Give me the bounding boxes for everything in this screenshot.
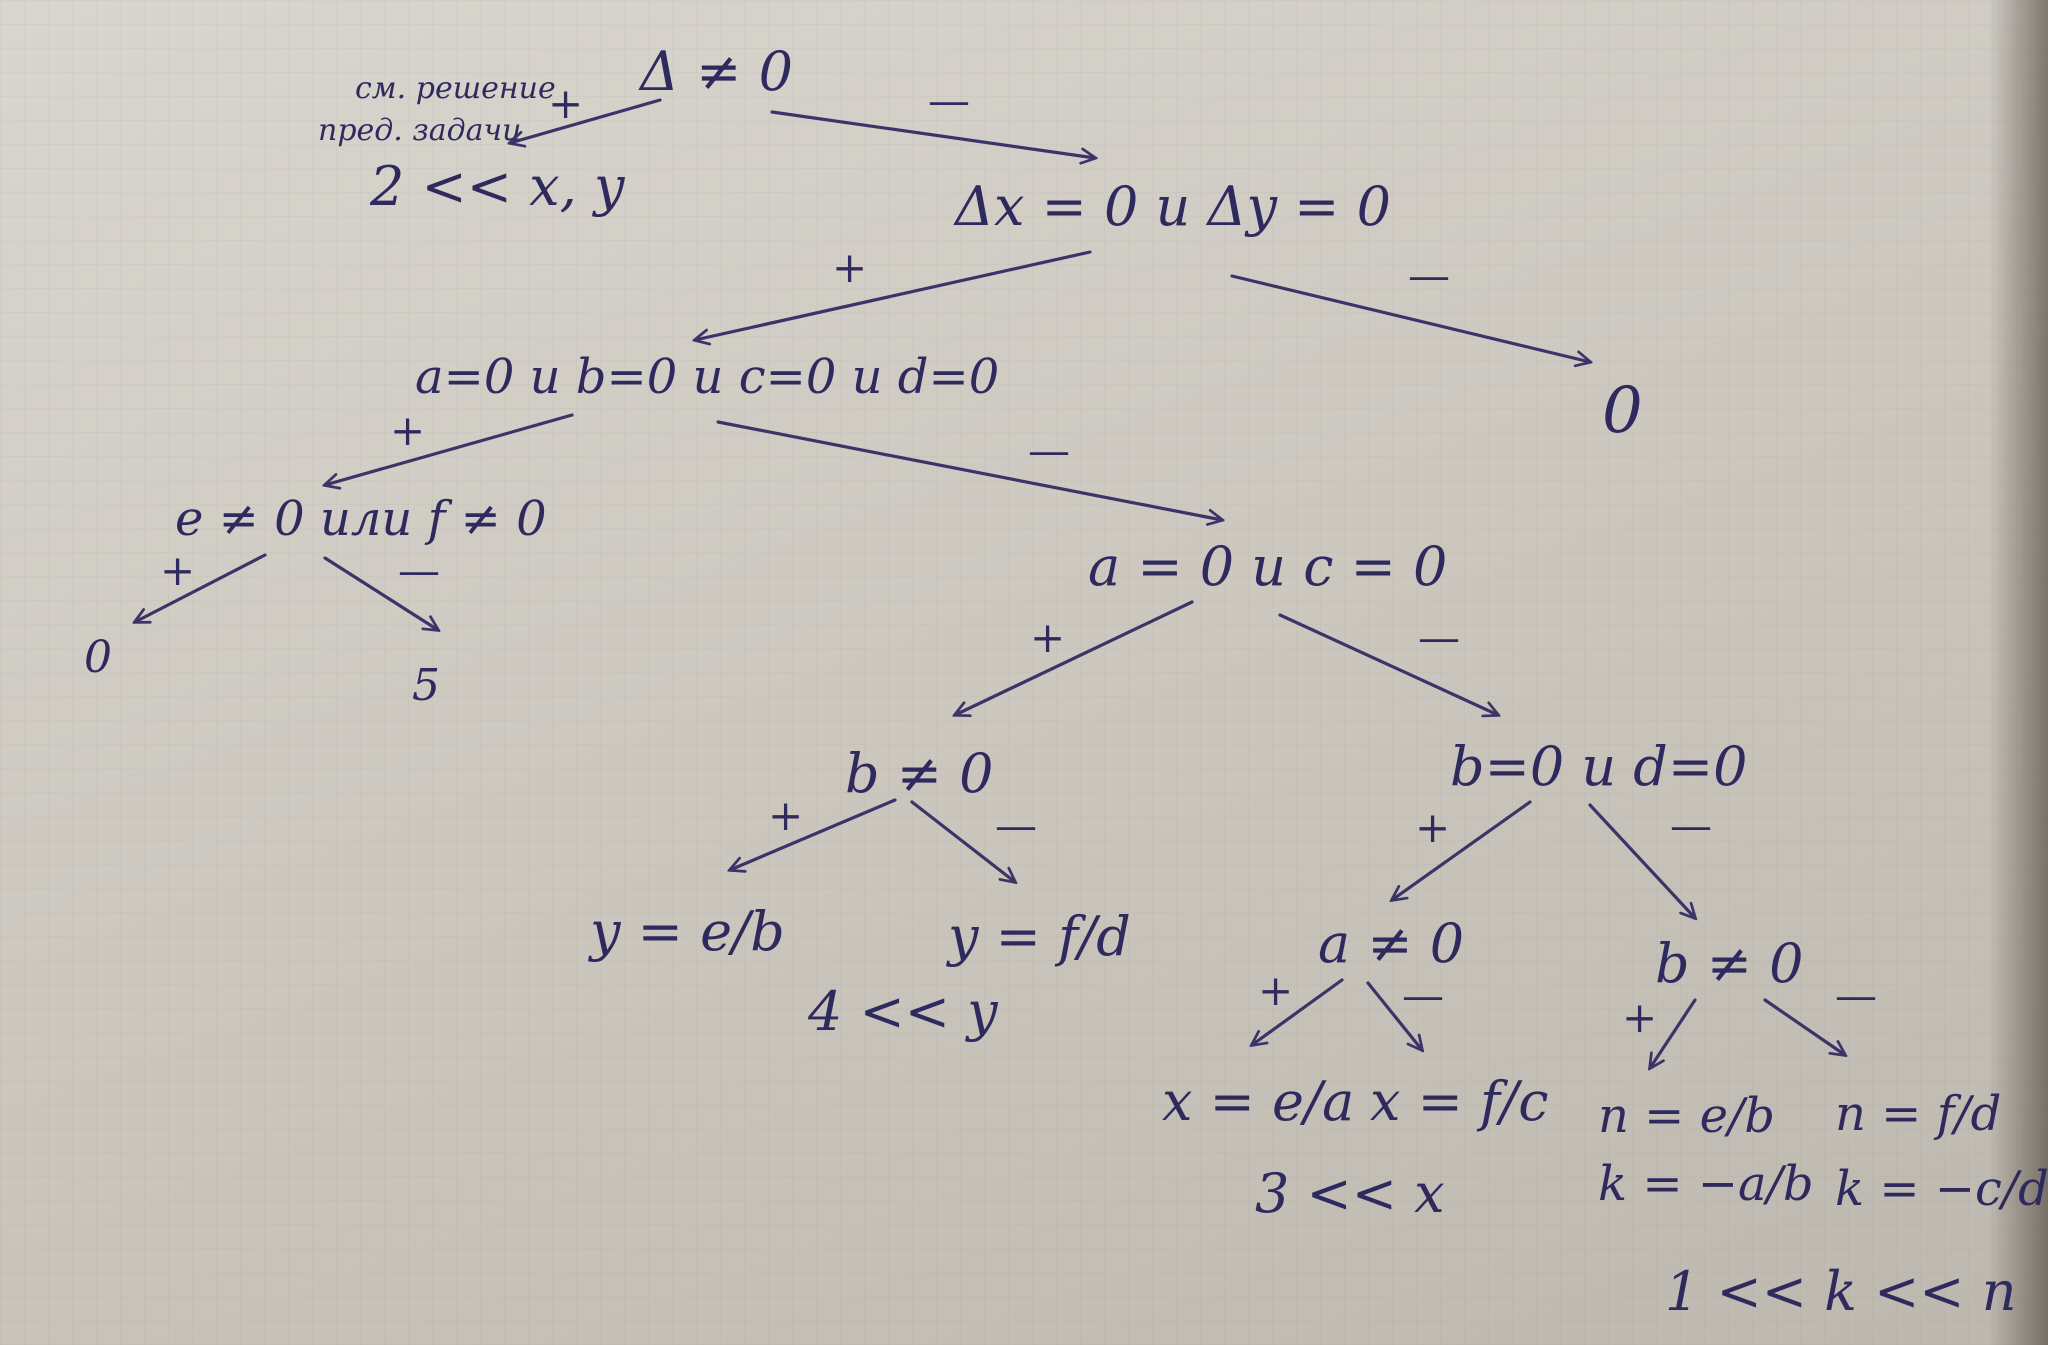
edge-label-minus: — bbox=[1402, 971, 1444, 1020]
leaf-y-eb: y = e/b bbox=[588, 900, 785, 963]
table-edge-shadow bbox=[1988, 0, 2048, 1345]
edge-ef-plus bbox=[135, 553, 267, 622]
side-note-line2: пред. задачи bbox=[318, 113, 522, 148]
edge-label-minus: — bbox=[398, 546, 440, 595]
side-note-line1: см. решение bbox=[355, 71, 556, 106]
edge-dxdy-minus bbox=[1230, 274, 1590, 362]
leaf-k-ab: k = −a/b bbox=[1598, 1156, 1814, 1212]
edge-label-plus: + bbox=[160, 546, 195, 595]
edge-label-minus: — bbox=[1835, 971, 1877, 1020]
edge-label-plus: + bbox=[548, 79, 583, 128]
leaf-y-fd: y = f/d bbox=[946, 905, 1131, 968]
edge-label-minus: — bbox=[1670, 801, 1712, 850]
edge-label-plus: + bbox=[1622, 993, 1657, 1042]
edge-ac-plus bbox=[955, 600, 1194, 715]
edge-a-plus bbox=[1252, 978, 1344, 1045]
leaf-zero-left: 0 bbox=[84, 632, 112, 683]
edge-dxdy-plus bbox=[695, 250, 1092, 340]
edge-abcd-plus bbox=[325, 413, 574, 485]
leaf-zero-right: 0 bbox=[1602, 374, 1643, 448]
note-1kn: 1 << k << n bbox=[1665, 1260, 2017, 1323]
edge-label-plus: + bbox=[1258, 966, 1293, 1015]
node-a: a ≠ 0 bbox=[1318, 912, 1464, 975]
side-note-line3: 2 << x, y bbox=[369, 155, 626, 218]
leaf-n-fd: n = f/d bbox=[1835, 1086, 2001, 1142]
node-dx-dy: Δx = 0 и Δy = 0 bbox=[953, 175, 1391, 238]
edge-ef-minus bbox=[323, 556, 438, 630]
edge-label-minus: — bbox=[995, 801, 1037, 850]
node-ef: e ≠ 0 или f ≠ 0 bbox=[175, 491, 547, 547]
edge-b2-minus bbox=[1763, 998, 1845, 1055]
edge-label-plus: + bbox=[390, 406, 425, 455]
edge-label-minus: — bbox=[1028, 426, 1070, 475]
edge-abcd-minus bbox=[716, 420, 1222, 520]
edge-label-minus: — bbox=[1418, 613, 1460, 662]
node-abcd: a=0 и b=0 и c=0 и d=0 bbox=[415, 349, 999, 405]
edge-root-plus bbox=[510, 98, 662, 143]
node-b2: b ≠ 0 bbox=[1655, 932, 1804, 995]
edge-a-minus bbox=[1366, 981, 1422, 1050]
edge-label-plus: + bbox=[832, 243, 867, 292]
edge-root-minus bbox=[770, 110, 1095, 158]
edge-bd-minus bbox=[1588, 803, 1695, 918]
edge-label-plus: + bbox=[1030, 613, 1065, 662]
edge-label-minus: — bbox=[1408, 251, 1450, 300]
edge-b-minus bbox=[910, 800, 1015, 882]
note-4y: 4 << y bbox=[807, 980, 999, 1043]
node-bd: b=0 и d=0 bbox=[1450, 735, 1747, 798]
leaf-k-cd: k = −c/d bbox=[1835, 1161, 2048, 1217]
edge-b2-plus bbox=[1650, 998, 1697, 1068]
leaf-n-eb: n = e/b bbox=[1598, 1088, 1775, 1144]
edge-label-plus: + bbox=[1415, 803, 1450, 852]
leaf-x-ea: x = e/a bbox=[1162, 1070, 1354, 1133]
node-ac: a = 0 и c = 0 bbox=[1088, 535, 1447, 598]
edge-bd-plus bbox=[1392, 800, 1532, 900]
note-3x: 3 << x bbox=[1255, 1162, 1445, 1225]
leaf-x-fc: x = f/c bbox=[1370, 1070, 1548, 1133]
root-node: Δ ≠ 0 bbox=[638, 40, 793, 103]
edge-ac-minus bbox=[1278, 613, 1498, 715]
leaf-five: 5 bbox=[412, 660, 440, 711]
edge-b-plus bbox=[730, 798, 897, 870]
edge-label-minus: — bbox=[928, 76, 970, 125]
edge-label-plus: + bbox=[768, 791, 803, 840]
node-b: b ≠ 0 bbox=[845, 742, 994, 805]
